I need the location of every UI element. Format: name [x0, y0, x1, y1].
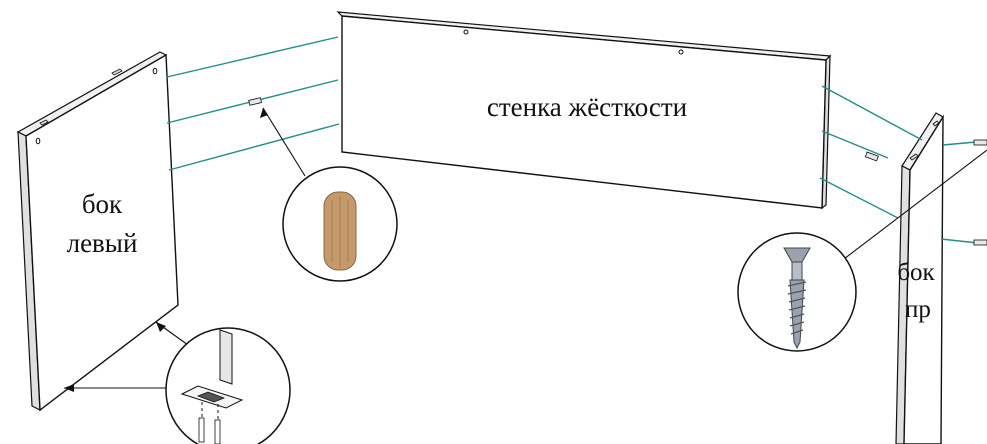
dowel-detail	[260, 107, 398, 282]
right-side-label-line2: пр	[905, 296, 931, 323]
bottom-joint-detail-icon	[180, 329, 244, 444]
left-side-label-line1: бок	[82, 189, 123, 219]
screw-detail	[737, 149, 987, 352]
confirmat-screw-icon	[783, 247, 811, 350]
left-side-label-line2: левый	[67, 228, 138, 258]
stiffener-label: стенка жёсткости	[487, 92, 687, 122]
dowel-markers	[248, 97, 987, 246]
right-side-panel	[895, 112, 944, 444]
left-side-panel	[16, 51, 179, 412]
right-side-label-line1: бок	[897, 259, 935, 286]
joint-detail	[64, 321, 291, 444]
stiffener-panel	[336, 11, 832, 210]
wooden-dowel-icon	[323, 191, 357, 271]
